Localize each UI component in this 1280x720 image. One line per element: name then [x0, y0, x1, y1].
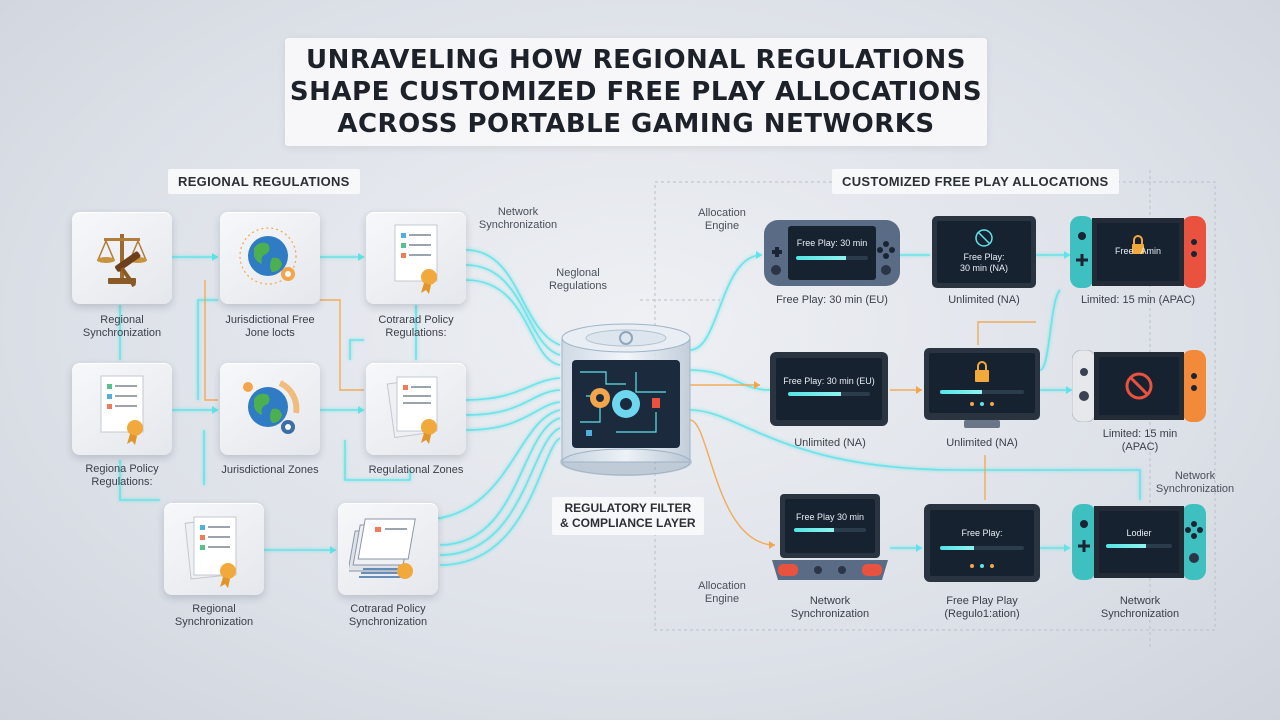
device-monitor-na[interactable]: [924, 348, 1040, 430]
progress-fill: [796, 256, 847, 260]
device-caption: Unlimited (NA): [946, 437, 1018, 449]
tile-caption: Cotrarad Policy Regulations:: [356, 314, 476, 340]
caption-line: Cotrarad Policy Synchronization: [348, 603, 428, 628]
device-caption: Limited: 15 min (APAC): [1102, 428, 1178, 453]
device-tablet-eu[interactable]: Free Play: 30 min (EU): [770, 352, 888, 426]
progress-fill: [940, 390, 982, 394]
switch-console-icon: [1070, 216, 1206, 288]
policy-document-icon: [100, 375, 144, 445]
tile-document-stack[interactable]: [366, 363, 466, 455]
label-network-synchronization-right: Network Synchronization: [1155, 470, 1235, 495]
globe-gear-icon: [243, 380, 300, 434]
progress-fill: [794, 528, 834, 532]
caption-line: Jurisdictional Free Jone locts: [225, 314, 315, 339]
device-laptop[interactable]: Free Play 30 min: [772, 494, 888, 584]
compliance-cylinder-icon: [560, 323, 692, 476]
device-caption: Free Play: 30 min (EU): [776, 294, 888, 306]
device-switch-apac[interactable]: Free Amin: [1070, 216, 1206, 288]
tile-policy-document[interactable]: [72, 363, 172, 455]
progress-fill: [940, 546, 974, 550]
label-network-synchronization: Network Synchronization: [478, 206, 558, 231]
title-line-3: ACROSS PORTABLE GAMING NETWORKS: [337, 109, 935, 139]
caption-line: Regulational Zones: [368, 464, 464, 476]
device-caption: Free Play Play (Regulo1:ation): [944, 595, 1020, 620]
device-caption: Network Synchronization: [1100, 595, 1180, 620]
caption-line: Cotrarad Policy Regulations:: [378, 314, 454, 339]
device-caption: Limited: 15 min (APAC): [1080, 294, 1196, 306]
tile-policy-document[interactable]: [164, 503, 264, 595]
caption-line: Regiona Policy Regulations:: [85, 463, 159, 488]
tile-globe-gear[interactable]: [220, 212, 320, 304]
tile-caption: Cotrarad Policy Synchronization: [328, 603, 448, 629]
caption-line: Jurisdictional Zones: [221, 464, 319, 476]
device-screen-text: Lodier: [1126, 528, 1152, 538]
device-handheld-apac[interactable]: [1072, 350, 1206, 422]
device-screen-text: Free Play: 30 min (EU): [783, 376, 875, 386]
progress-fill: [1106, 544, 1146, 548]
tile-caption: Regiona Policy Regulations:: [62, 463, 182, 489]
handheld-console-icon: [764, 220, 900, 286]
free-play-progress: [796, 256, 868, 260]
progress-fill: [788, 392, 842, 396]
caption-line: Regional Synchronization: [174, 603, 254, 628]
section-label-free-play-allocations: CUSTOMIZED FREE PLAY ALLOCATIONS: [832, 169, 1119, 194]
regulatory-filter-label: REGULATORY FILTER & COMPLIANCE LAYER: [552, 497, 704, 535]
scales-gavel-icon: [96, 234, 148, 288]
policy-document-icon: [394, 224, 438, 294]
device-tablet-na[interactable]: Free Play: 30 min (NA): [932, 216, 1036, 288]
device-handheld-eu[interactable]: Free Play: 30 min: [764, 218, 900, 288]
free-play-progress: [794, 528, 866, 532]
regulatory-filter-core[interactable]: [556, 312, 696, 487]
device-screen-text: Free Play 30 min: [795, 512, 865, 522]
core-label-line-2: & COMPLIANCE LAYER: [560, 516, 696, 530]
tile-caption: Jurisdictional Free Jone locts: [210, 314, 330, 340]
device-caption: Unlimited (NA): [794, 437, 866, 449]
title-line-2: SHAPE CUSTOMIZED FREE PLAY ALLOCATIONS: [289, 77, 983, 107]
device-switch-sync[interactable]: Lodier: [1072, 504, 1206, 580]
document-stack-icon: [349, 518, 416, 579]
tile-caption: Regional Synchronization: [62, 314, 182, 340]
device-tablet-regulation[interactable]: Free Play:: [924, 504, 1040, 582]
free-play-progress: [940, 390, 1024, 394]
label-regional-regulations: Neglonal Regulations: [548, 267, 608, 292]
device-screen-text: Free Play:: [961, 528, 1003, 538]
policy-document-icon: [184, 516, 237, 588]
monitor-icon: [924, 348, 1040, 428]
tablet-icon: [924, 504, 1040, 582]
tile-caption: Regulational Zones: [356, 464, 476, 477]
laptop-icon: [772, 494, 888, 580]
tile-caption: Regional Synchronization: [154, 603, 274, 629]
tile-caption: Jurisdictional Zones: [210, 464, 330, 477]
title-line-1: UNRAVELING HOW REGIONAL REGULATIONS: [306, 45, 966, 75]
tile-globe-gear[interactable]: [220, 363, 320, 455]
globe-gear-icon: [239, 227, 297, 285]
device-screen-text: Free Play: 30 min: [796, 238, 868, 248]
label-allocation-engine-top: Allocation Engine: [698, 207, 746, 232]
device-caption: Network Synchronization: [790, 595, 870, 620]
tablet-icon: [770, 352, 888, 426]
tablet-icon: [932, 216, 1036, 288]
tile-scales-gavel[interactable]: [72, 212, 172, 304]
free-play-progress: [788, 392, 870, 396]
core-label-line-1: REGULATORY FILTER: [564, 501, 692, 515]
tile-policy-document[interactable]: [366, 212, 466, 304]
title-banner: UNRAVELING HOW REGIONAL REGULATIONS SHAP…: [285, 38, 987, 146]
section-label-regional-regulations: REGIONAL REGULATIONS: [168, 169, 360, 194]
orange-handheld-icon: [1072, 350, 1206, 422]
device-screen-text: Free Play: 30 min (NA): [959, 252, 1008, 273]
device-screen-text: Free Amin: [1114, 246, 1161, 256]
free-play-progress: [940, 546, 1024, 550]
label-allocation-engine-bottom: Allocation Engine: [698, 580, 746, 605]
tile-document-stack[interactable]: [338, 503, 438, 595]
document-stack-icon: [386, 376, 438, 444]
free-play-progress: [1106, 544, 1172, 548]
device-caption: Unlimited (NA): [948, 294, 1020, 306]
switch-console-icon: [1072, 504, 1206, 580]
caption-line: Regional Synchronization: [82, 314, 162, 339]
